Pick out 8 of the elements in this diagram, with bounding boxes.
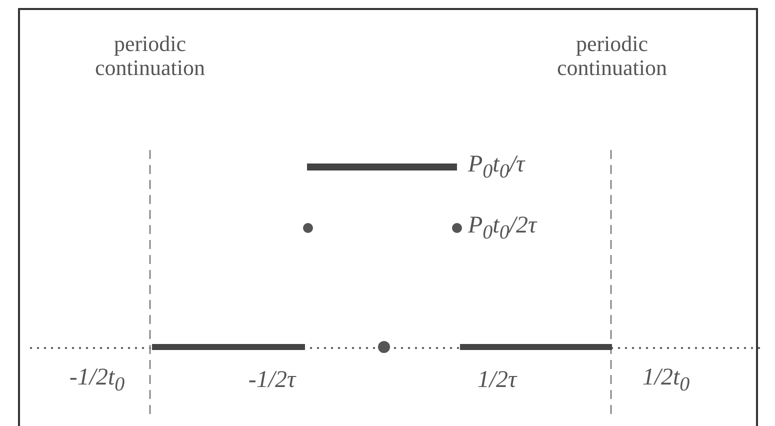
region-label: periodic continuation bbox=[94, 32, 206, 80]
value-label: 1/2τ bbox=[477, 366, 517, 394]
value-label: P$_{0}$t$_{0}$/2τ bbox=[468, 212, 537, 244]
value-label: P$_{0}$t$_{0}$/τ bbox=[468, 152, 525, 182]
region-label: periodic continuation bbox=[556, 32, 668, 80]
value-label: -1/2τ bbox=[248, 366, 296, 394]
value-label: -1/2t$_{0}$ bbox=[69, 364, 125, 396]
value-label: 1/2t$_{0}$ bbox=[642, 364, 690, 396]
